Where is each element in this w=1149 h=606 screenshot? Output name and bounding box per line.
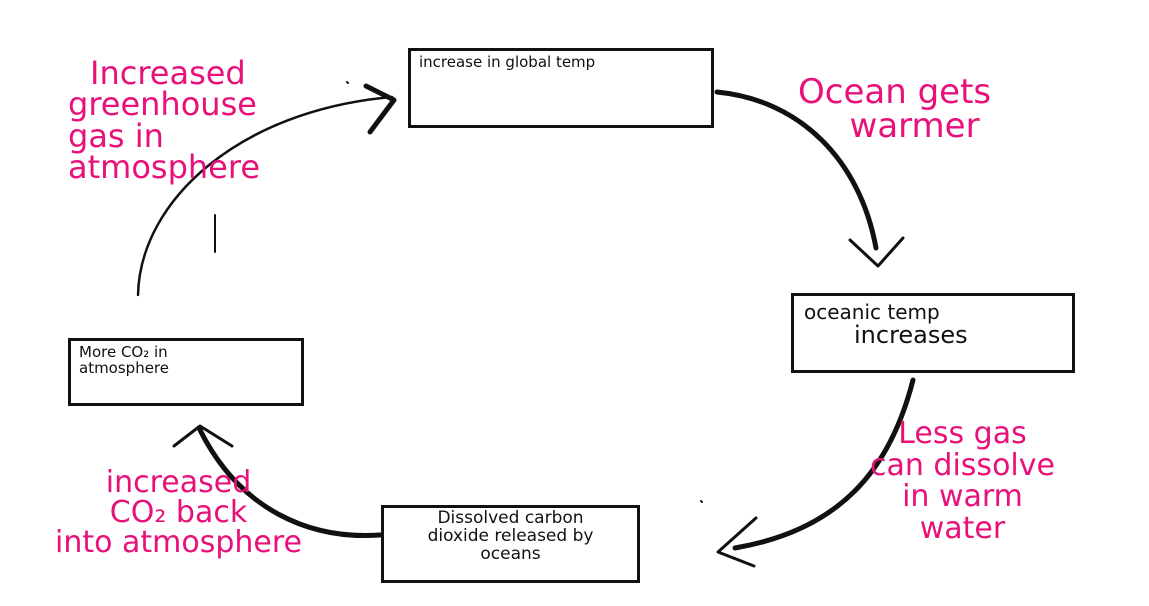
annotation-increased-line-3: into atmosphere [55, 525, 303, 560]
stray-dot-2 [700, 500, 703, 503]
box-more-co2-line-1: More CO₂ in [79, 343, 168, 361]
arrow-oceanic-to-dissolved [732, 377, 916, 551]
annotation-increased-greenhouse: Increased greenhouse gas in atmosphere [68, 54, 260, 187]
annotation-greenhouse-line-3: gas in [68, 116, 164, 155]
annotation-less-gas-dissolve: Less gas can dissolve in warm water [870, 418, 1055, 544]
annotation-ocean-line-2: warmer [849, 106, 980, 146]
box-increase-global-temp: increase in global temp [408, 48, 714, 128]
annotation-less-gas-line-1: Less gas [898, 416, 1027, 451]
annotation-increased-line-1: increased [105, 465, 252, 500]
arrow-more-co2-to-global [136, 95, 394, 297]
box-dissolved-line-2: dioxide released by [427, 525, 594, 546]
annotation-less-gas-line-3: in warm [902, 479, 1023, 514]
annotation-less-gas-line-4: water [919, 510, 1006, 546]
box-dissolved-line-3: oceans [480, 543, 541, 564]
annotation-greenhouse-line-1: Increased [90, 54, 246, 92]
box-oceanic-line-2: increases [854, 321, 968, 349]
box-dissolved-line-1: Dissolved carbon [437, 508, 584, 528]
stray-dot [346, 81, 349, 84]
arrowhead-global-icon [363, 83, 397, 135]
arrow-dissolved-to-more-co2 [197, 427, 383, 539]
annotation-greenhouse-line-4: atmosphere [68, 148, 260, 187]
annotation-less-gas-line-2: can dissolve [870, 447, 1055, 483]
box-more-co2-line-2: atmosphere [79, 358, 169, 377]
arrow-global-to-oceanic [714, 89, 879, 251]
arrowhead-dissolved-icon [716, 516, 758, 568]
annotation-increased-line-2: CO₂ back [109, 495, 248, 530]
annotation-greenhouse-line-2: greenhouse [68, 85, 257, 124]
arrowhead-more-co2-icon [172, 424, 234, 448]
annotation-ocean-line-1: Ocean gets [798, 72, 992, 112]
box-oceanic-line-1: oceanic temp [804, 300, 940, 324]
box-global-temp-text: increase in global temp [419, 53, 596, 71]
annotation-increased-co2-back: increased CO₂ back into atmosphere [55, 468, 302, 558]
box-more-co2-atmosphere: More CO₂ in atmosphere [68, 338, 304, 406]
arrowhead-oceanic-icon [848, 236, 905, 268]
annotation-ocean-gets-warmer: Ocean gets warmer [798, 75, 991, 143]
box-dissolved-co2-released: Dissolved carbon dioxide released by oce… [381, 505, 640, 583]
box-oceanic-temp-increases: oceanic temp increases [791, 293, 1075, 373]
